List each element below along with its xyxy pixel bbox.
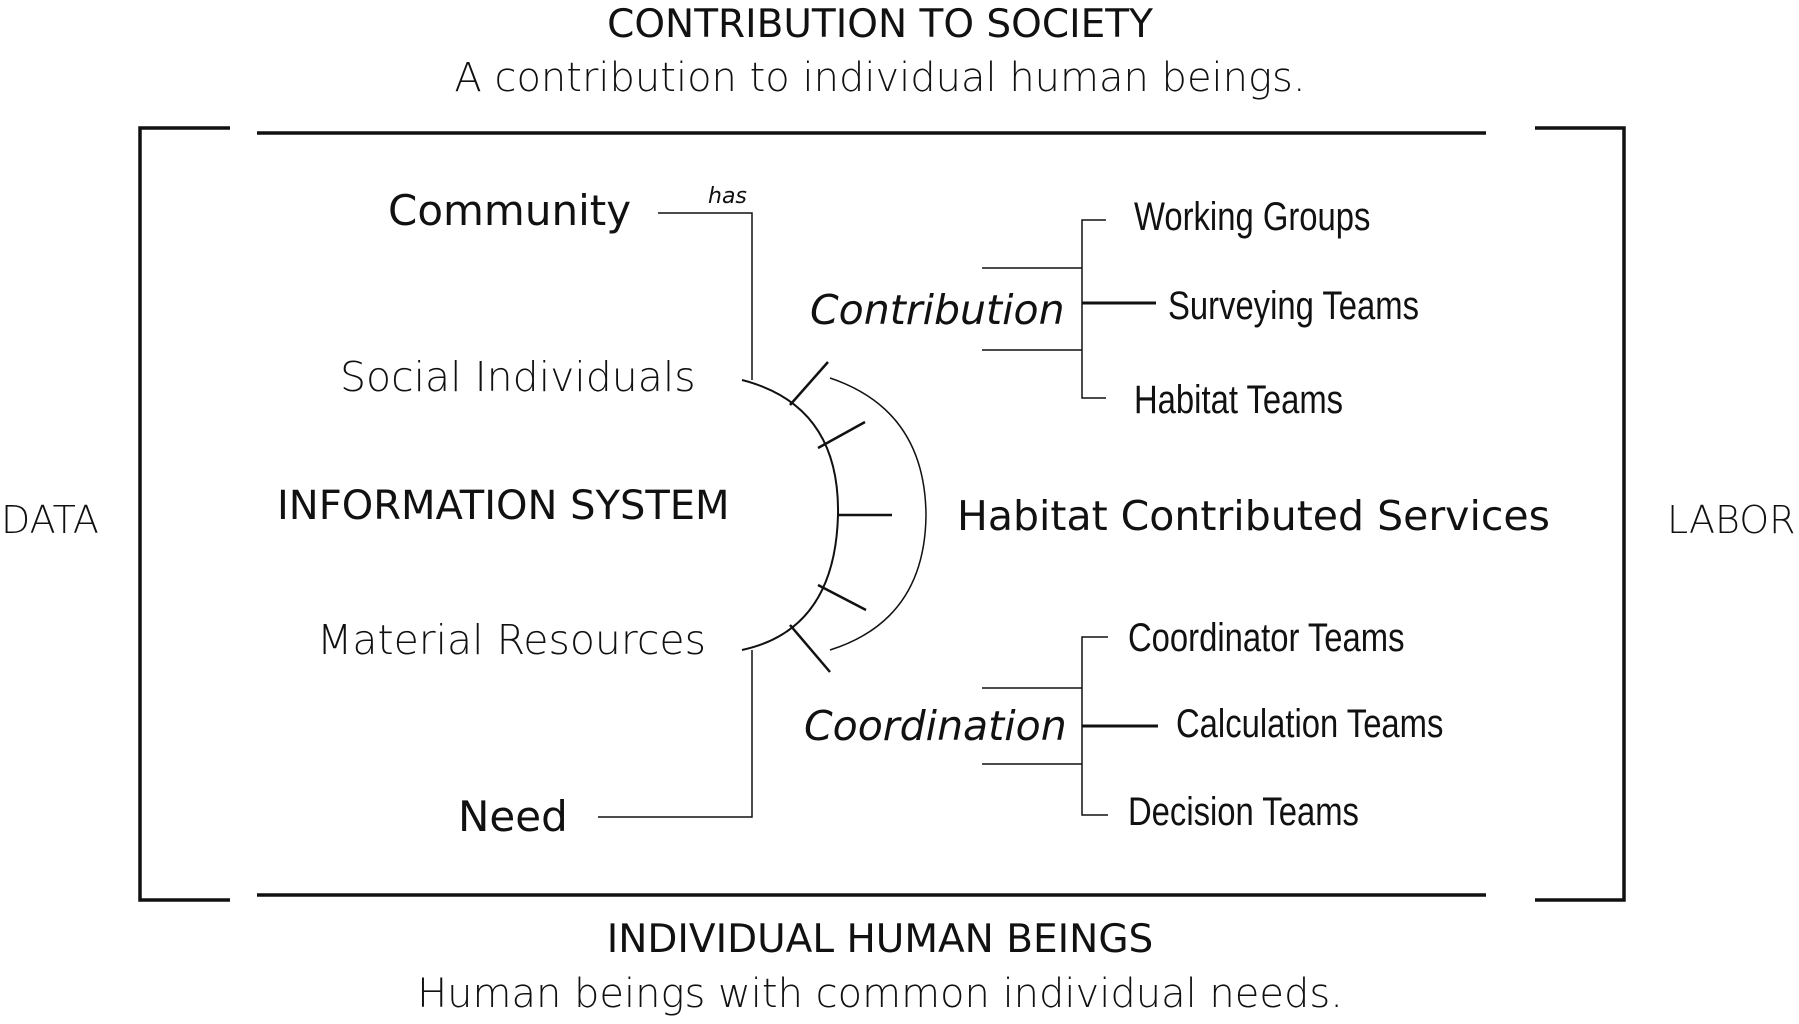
labor-side-label: LABOR [1667, 498, 1796, 542]
coordination-label: Coordination [804, 702, 1067, 750]
team-decision-teams: Decision Teams [1128, 790, 1359, 834]
material-resources-label: Material Resources [317, 616, 706, 664]
arc-tick [789, 624, 831, 673]
community-label: Community [388, 186, 632, 235]
arc-tick [789, 361, 829, 406]
information-system-arc [741, 379, 840, 651]
has-label: has [708, 184, 747, 209]
contribution-bracket [1081, 219, 1106, 399]
need-connector [598, 650, 753, 818]
team-surveying-teams: Surveying Teams [1168, 284, 1419, 328]
top-heading: CONTRIBUTION TO SOCIETY [607, 2, 1153, 47]
team-coordinator-teams: Coordinator Teams [1128, 616, 1405, 660]
arc-tick [817, 583, 867, 612]
arc-tick [817, 420, 866, 450]
team-working-groups: Working Groups [1134, 195, 1371, 239]
social-individuals-label: Social Individuals [340, 353, 696, 401]
team-calculation-teams: Calculation Teams [1176, 702, 1444, 746]
bottom-subheading: Human beings with common individual need… [417, 971, 1343, 1017]
top-subheading: A contribution to individual human being… [454, 55, 1306, 101]
habitat-contributed-services-label: Habitat Contributed Services [957, 492, 1550, 540]
community-connector [658, 212, 753, 380]
services-arc [829, 377, 927, 651]
team-habitat-teams: Habitat Teams [1134, 378, 1344, 422]
right-bracket [1535, 126, 1626, 902]
information-system-label: INFORMATION SYSTEM [277, 483, 730, 529]
need-label: Need [458, 792, 568, 841]
bottom-heading: INDIVIDUAL HUMAN BEINGS [606, 917, 1154, 962]
left-bracket [138, 126, 230, 902]
contribution-label: Contribution [810, 286, 1065, 334]
data-side-label: DATA [1, 498, 99, 542]
